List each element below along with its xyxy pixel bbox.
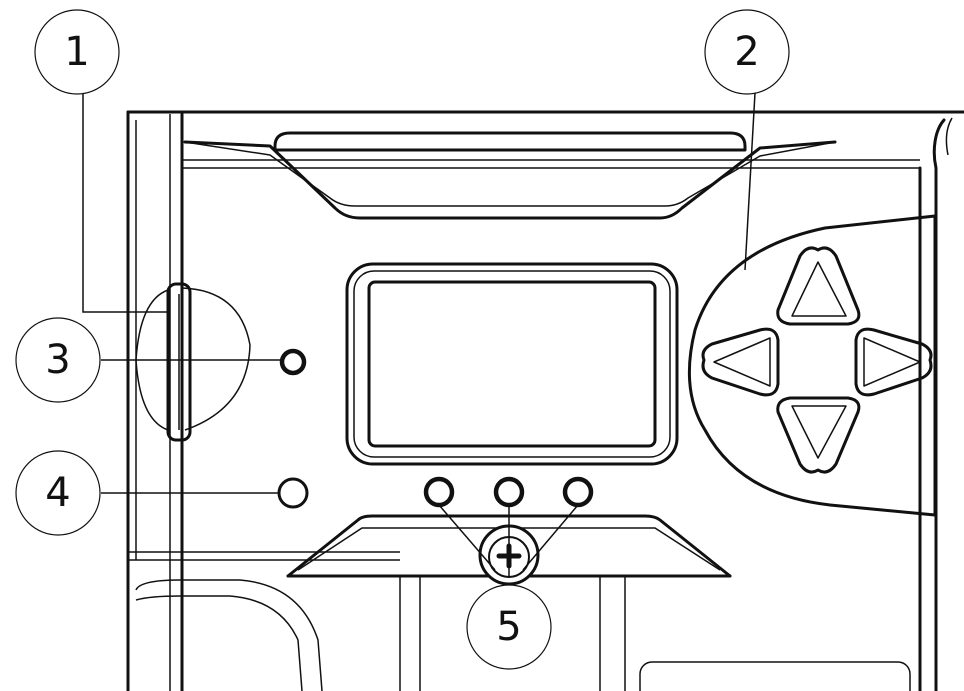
callout-5: 5 — [466, 584, 552, 670]
dpad-right-button[interactable] — [854, 327, 933, 397]
directional-pad — [687, 214, 937, 517]
dpad-up-button[interactable] — [776, 246, 861, 326]
callout-1: 1 — [34, 9, 120, 95]
callout-4-label: 4 — [45, 470, 70, 516]
housing — [126, 110, 964, 691]
function-button-3[interactable] — [562, 476, 594, 508]
top-visor — [183, 131, 837, 220]
callout-leaders — [82, 92, 756, 576]
function-buttons — [423, 476, 594, 508]
callout-5-label: 5 — [496, 604, 521, 650]
lcd-screen — [345, 262, 679, 466]
power-button[interactable] — [277, 477, 309, 509]
function-button-2[interactable] — [493, 476, 525, 508]
status-led — [279, 348, 307, 376]
callout-3: 3 — [15, 317, 101, 403]
callout-4: 4 — [15, 450, 101, 536]
sd-card-slot — [135, 282, 251, 442]
dpad-left-button[interactable] — [701, 327, 780, 397]
dpad-down-button[interactable] — [776, 396, 861, 474]
callout-3-label: 3 — [45, 337, 70, 383]
callout-2: 2 — [704, 9, 790, 95]
callout-1-label: 1 — [64, 29, 89, 75]
function-button-1[interactable] — [423, 476, 455, 508]
callout-2-label: 2 — [734, 29, 759, 75]
